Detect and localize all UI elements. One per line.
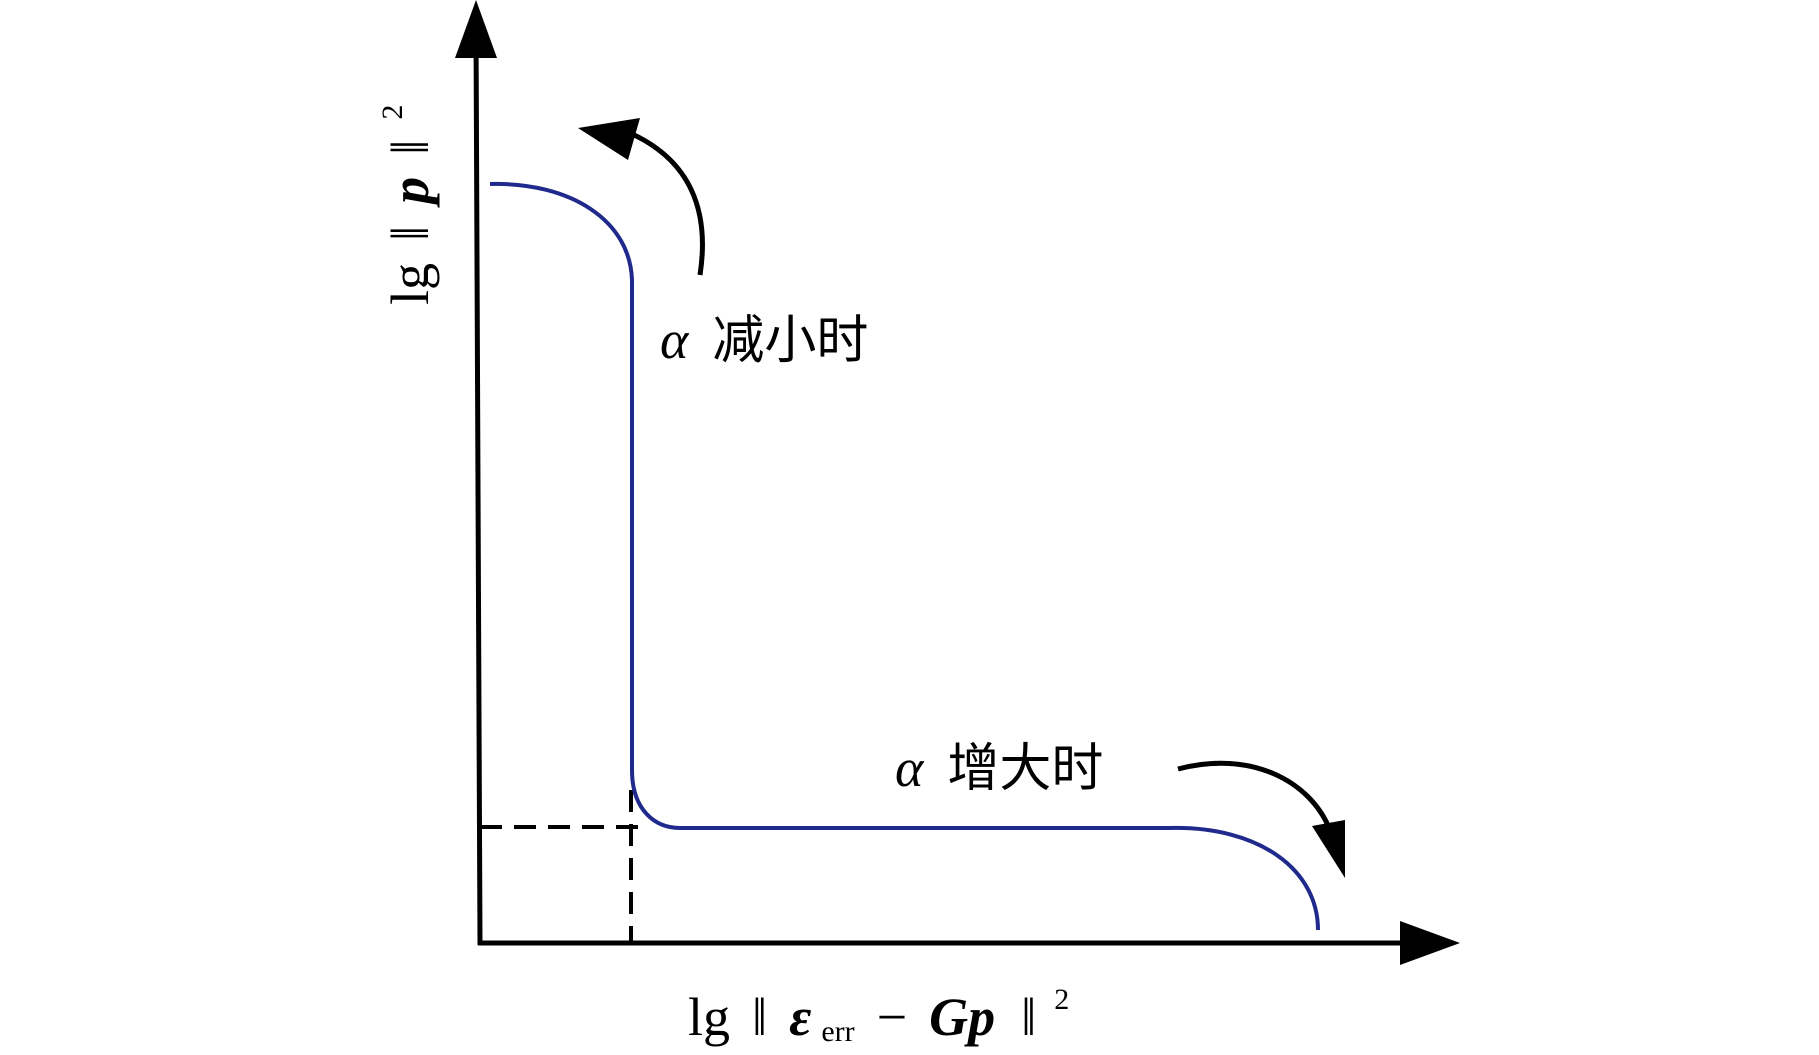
arrow-alpha-decrease <box>628 130 705 276</box>
x-axis-arrowhead <box>1400 921 1460 965</box>
y-axis-arrowhead <box>455 0 497 58</box>
y-axis <box>473 29 483 946</box>
annotation-alpha-increase: α 增大时 <box>895 738 1103 799</box>
y-axis-label: lg ‖ p ‖ 2 <box>376 105 440 305</box>
l-curve <box>489 181 1320 931</box>
annotation-alpha-decrease: α 减小时 <box>660 310 868 371</box>
arrow-alpha-increase-head <box>1312 820 1345 878</box>
arrow-alpha-decrease-head <box>578 118 640 160</box>
x-axis-label: lg ‖ ε err − Gp ‖ 2 <box>688 983 1069 1048</box>
arrow-alpha-increase <box>1177 760 1333 831</box>
